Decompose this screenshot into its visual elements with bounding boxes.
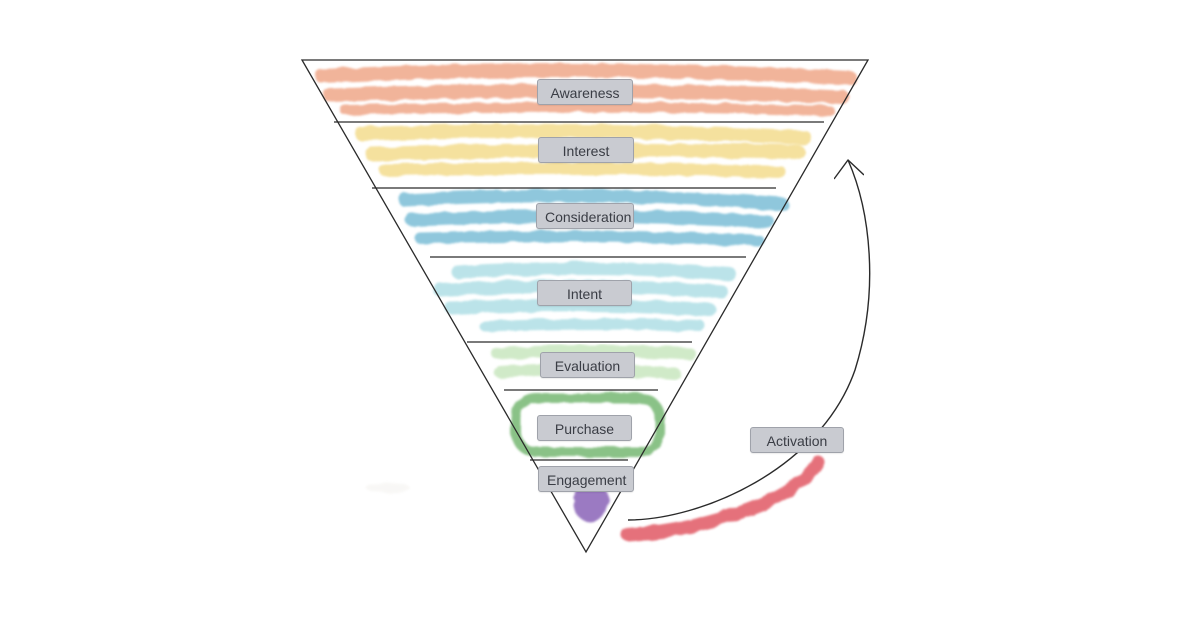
label-engagement: Engagement <box>538 466 634 492</box>
label-awareness: Awareness <box>537 79 633 105</box>
label-purchase: Purchase <box>537 415 632 441</box>
activation-arrow <box>627 160 871 521</box>
background-smudge <box>366 483 410 493</box>
label-consideration: Consideration <box>536 203 634 229</box>
label-interest: Interest <box>538 137 634 163</box>
label-activation: Activation <box>750 427 844 453</box>
activation-stroke <box>621 455 825 542</box>
activation-loop <box>621 160 871 542</box>
funnel-outline <box>300 59 870 554</box>
label-evaluation: Evaluation <box>540 352 635 378</box>
stage-dividers <box>334 121 824 461</box>
band-purchase <box>511 393 665 457</box>
label-intent: Intent <box>537 280 632 306</box>
